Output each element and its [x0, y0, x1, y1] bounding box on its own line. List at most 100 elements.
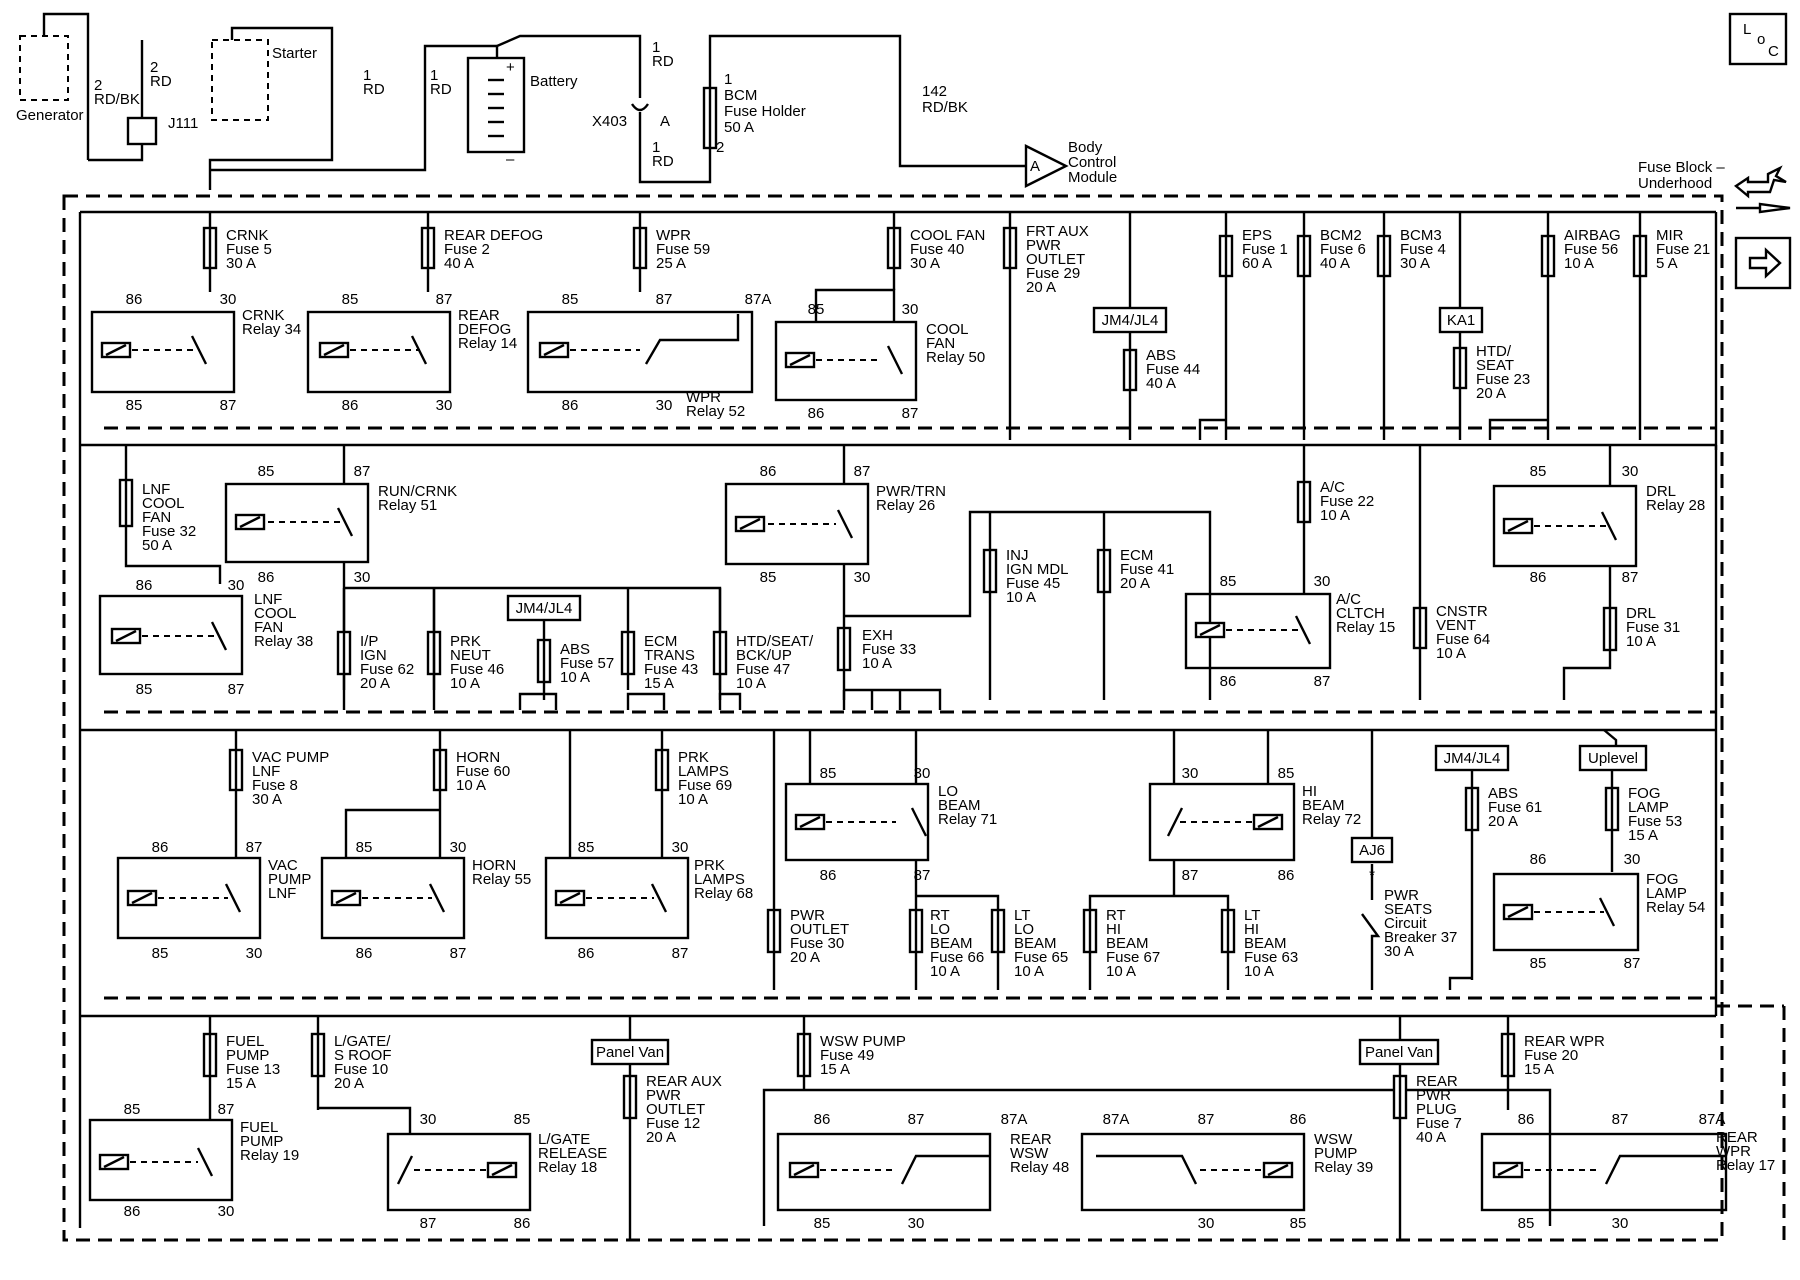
pin-label: 30 [656, 397, 673, 414]
coil-stroke [559, 891, 581, 905]
aj6-box [1350, 836, 1394, 864]
lobeam-relay-label: BEAM [938, 797, 981, 814]
rearaux-fuse-label: OUTLET [646, 1101, 705, 1118]
horn-relay [320, 856, 466, 940]
fog-relay-label: Relay 54 [1646, 899, 1705, 916]
wire-x403-bottom: RD [652, 153, 674, 170]
htdseat-fuse-label: Fuse 23 [1476, 371, 1530, 388]
pin-label: 30 [908, 1215, 925, 1232]
pin-label: 30 [672, 839, 689, 856]
pin-label: 87 [220, 397, 237, 414]
pin-label: 30 [854, 569, 871, 586]
pwrseats-cb-label: PWR [1384, 887, 1419, 904]
rtlo-fuse-label: BEAM [930, 935, 973, 952]
panelvan-box-a-label: Panel Van [596, 1044, 664, 1061]
pin-label: 86 [1278, 867, 1295, 884]
prkneut-fuse-label: Fuse 46 [450, 661, 504, 678]
lnf-relay-label: COOL [254, 605, 297, 622]
vacpump-relay-label: PUMP [268, 871, 311, 888]
pin-label: 30 [228, 577, 245, 594]
pwrseats-cb-label: Breaker 37 [1384, 929, 1457, 946]
bcm2-fuse-label: BCM2 [1320, 227, 1362, 244]
rthi-fuse-label: BEAM [1106, 935, 1149, 952]
abs61-fuse-label: 20 A [1488, 813, 1518, 830]
rearaux-fuse-label: PWR [646, 1087, 681, 1104]
htdseat-fuse-label: HTD/ [1476, 343, 1512, 360]
rearaux-fuse-label: 20 A [646, 1129, 676, 1146]
airbag-ground [1488, 418, 1548, 440]
pwrtrn-relay-label: Relay 26 [876, 497, 935, 514]
pwrtrn-relay-label: PWR/TRN [876, 483, 946, 500]
pin-label: 85 [152, 945, 169, 962]
wire-bcm-out: 142 [922, 83, 947, 100]
coil-stroke [1199, 623, 1221, 637]
coil-stroke [1507, 519, 1529, 533]
pin-label: 86 [1530, 851, 1547, 868]
eps-fuse-label: 60 A [1242, 255, 1272, 272]
relay-switch [650, 883, 668, 913]
coil-stroke [793, 1163, 815, 1177]
vacpump-fuse-label: LNF [252, 763, 280, 780]
reardefog-fuse-label: Fuse 2 [444, 241, 490, 258]
fuelpump-fuse-label: FUEL [226, 1033, 264, 1050]
mir-fuse-label: 5 A [1656, 255, 1678, 272]
prklamps-relay-label: Relay 68 [694, 885, 753, 902]
fog-fuse-label: 15 A [1628, 827, 1658, 844]
relay-switch [1598, 897, 1616, 927]
lnf-feed [124, 445, 222, 584]
ecmtrans-fuse-label: Fuse 43 [644, 661, 698, 678]
bcm-pin-1: 1 [724, 71, 732, 88]
coil-stroke [131, 891, 153, 905]
battery-label: Battery [530, 73, 578, 90]
pwrtrn-bus [844, 510, 1212, 700]
acclutch-relay-label: Relay 15 [1336, 619, 1395, 636]
j111-wire [88, 144, 144, 162]
x403-pin: A [660, 113, 670, 130]
prkneut-fuse-label: NEUT [450, 647, 491, 664]
prklamps-fuse-label: 10 A [678, 791, 708, 808]
rearwsw-relay [776, 1132, 992, 1212]
pwroutlet-fuse-label: 20 A [790, 949, 820, 966]
fog-fuse-label: Fuse 53 [1628, 813, 1682, 830]
drl-fuse-label: Fuse 31 [1626, 619, 1680, 636]
fuse-block-label: Underhood [1638, 175, 1712, 192]
pin-label: 87 [1612, 1111, 1629, 1128]
pwroutlet-fuse-label: OUTLET [790, 921, 849, 938]
relay-switch [224, 883, 242, 913]
bcm3-fuse-label: 30 A [1400, 255, 1430, 272]
fuse-block-icon [1733, 165, 1787, 199]
bcm2-fuse-label: 40 A [1320, 255, 1350, 272]
ka1-box-label: KA1 [1447, 312, 1475, 329]
coil-stroke [335, 891, 357, 905]
ltlo-fuse-label: Fuse 65 [1014, 949, 1068, 966]
relay-switch [428, 883, 446, 913]
rearwpr-fuse-label: Fuse 20 [1524, 1047, 1578, 1064]
abs61-ground [1448, 976, 1472, 990]
pin-label: 86 [1220, 673, 1237, 690]
pin-label: 30 [436, 397, 453, 414]
vacpump-fuse-label: Fuse 8 [252, 777, 298, 794]
pwrseats-cb-label: 30 A [1384, 943, 1414, 960]
wrench-icon [1736, 202, 1791, 214]
pin-label: 86 [760, 463, 777, 480]
relay-switch [1294, 615, 1312, 645]
pin-label: 85 [514, 1111, 531, 1128]
wire-x403-top: RD [652, 53, 674, 70]
generator-label: Generator [16, 107, 84, 124]
relay-switch [196, 1147, 214, 1177]
pwrseats-cb-label: Circuit [1384, 915, 1427, 932]
crnk-relay-label: CRNK [242, 307, 285, 324]
wire-gen-label: 2 [94, 77, 102, 94]
pin-label: 86 [1530, 569, 1547, 586]
vacpump-relay-label: VAC [268, 857, 298, 874]
rearwpr-relay-label: REAR [1716, 1129, 1758, 1146]
pin-label: 30 [914, 765, 931, 782]
uplevel-box-label: Uplevel [1588, 750, 1638, 767]
horn-fuse-label: HORN [456, 749, 500, 766]
pin-label: 85 [820, 765, 837, 782]
coil-stroke [1497, 1163, 1519, 1177]
mir-fuse-label: Fuse 21 [1656, 241, 1710, 258]
cnstr-fuse-label: VENT [1436, 617, 1476, 634]
fuelpump-fuse-label: 15 A [226, 1075, 256, 1092]
pin-label: 87 [436, 291, 453, 308]
